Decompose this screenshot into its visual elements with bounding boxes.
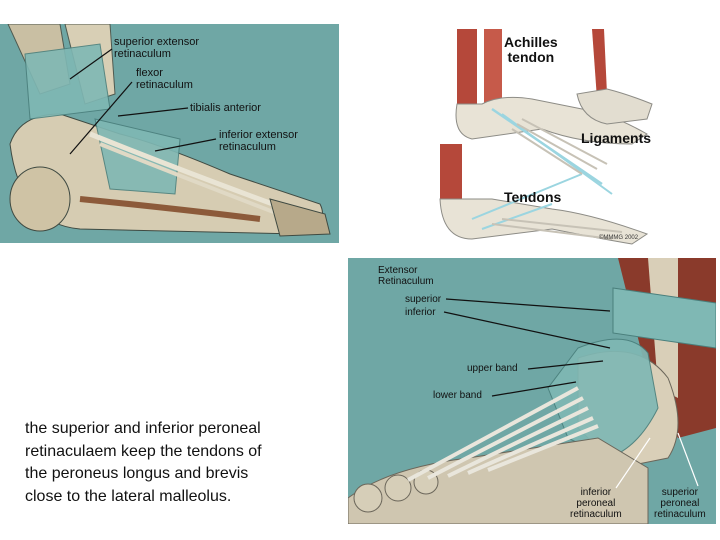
label-line: inferior extensor — [219, 129, 298, 141]
label-inferior-peroneal-retinaculum: inferior peroneal retinaculum — [570, 487, 622, 520]
label-superior: superior — [405, 294, 442, 305]
caption-line: the peroneus longus and brevis — [25, 465, 249, 482]
label-lower-band: lower band — [433, 390, 482, 401]
label-tendons: Tendons — [504, 189, 562, 205]
ankle-ligaments-tendons-illustration: Achilles tendon Ligaments Tendons ©MMMG … — [432, 24, 658, 246]
label-line: superior extensor — [114, 36, 199, 48]
label-line: retinaculum — [219, 141, 276, 153]
label-line: flexor — [136, 67, 163, 79]
label-superior-extensor-retinaculum: superior extensor retinaculum — [114, 36, 199, 60]
label-line: peroneal — [576, 498, 616, 509]
caption-line: retinaculaem keep the tendons of — [25, 442, 262, 460]
label-upper-band: upper band — [467, 363, 518, 374]
label-line: Extensor — [378, 265, 418, 276]
peroneal-retinaculum-illustration: Extensor Retinaculum superior inferior u… — [348, 258, 716, 524]
label-inferior-extensor-retinaculum: inferior extensor retinaculum — [219, 129, 298, 153]
label-copyright: ©MMMG 2002 — [599, 235, 639, 241]
caption-text: the superior and inferior peroneal retin… — [25, 418, 325, 508]
label-line: Achilles — [504, 34, 558, 50]
label-achilles-tendon: Achilles tendon — [504, 35, 558, 65]
caption-line: close to the lateral malleolus. — [25, 487, 232, 505]
label-extensor-retinaculum: Extensor Retinaculum — [378, 265, 434, 287]
label-inferior: inferior — [405, 307, 436, 318]
label-line: peroneal — [660, 498, 700, 509]
caption-line: the superior and inferior peroneal — [25, 420, 261, 437]
label-superior-peroneal-retinaculum: superior peroneal retinaculum — [654, 487, 706, 520]
label-line: retinaculum — [570, 509, 622, 520]
label-line: retinaculum — [114, 48, 171, 60]
foot-retinacula-illustration: superior extensor retinaculum flexor ret… — [0, 24, 339, 243]
label-line: inferior — [580, 487, 612, 498]
label-tibialis-anterior: tibialis anterior — [190, 102, 261, 114]
label-line: superior — [661, 487, 698, 498]
label-line: tendon — [507, 49, 555, 65]
label-line: Retinaculum — [378, 276, 434, 287]
label-line: retinaculum — [654, 509, 706, 520]
label-line: retinaculum — [136, 79, 193, 91]
label-flexor-retinaculum: flexor retinaculum — [136, 67, 193, 91]
label-ligaments: Ligaments — [581, 130, 652, 146]
